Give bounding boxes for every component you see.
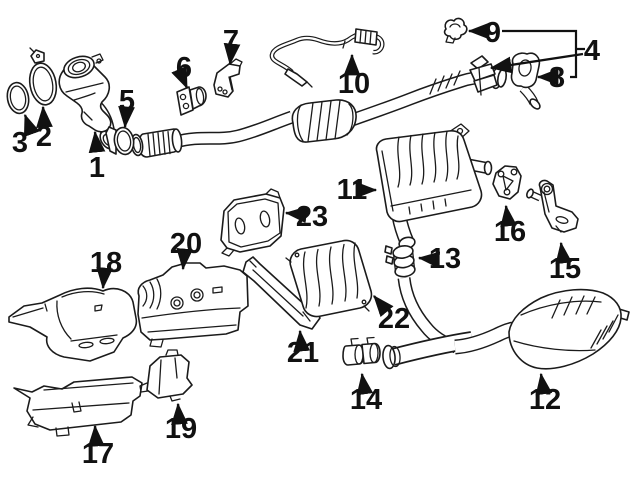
callout-5-arrow (118, 106, 135, 129)
callout-3-arrow (23, 113, 40, 138)
callout-5-label: 5 (119, 85, 135, 117)
part-14-double-clamp-drawing (342, 336, 381, 366)
callout-11: 11 (337, 174, 378, 206)
center-exhaust-pipe-drawing (130, 55, 508, 158)
callout-15: 15 (549, 241, 581, 285)
callout-1: 1 (88, 130, 106, 184)
callout-16-arrow (500, 204, 517, 228)
callout-12-arrow (535, 372, 553, 396)
callout-7-arrow (223, 42, 241, 66)
callout-4: 4 (489, 29, 600, 79)
callout-3-label: 3 (12, 127, 28, 159)
callout-15-arrow (555, 241, 573, 265)
part-21-heat-shield-strip-drawing (242, 256, 321, 330)
callout-19-label: 19 (165, 413, 197, 445)
part-15-support-bracket-drawing (526, 179, 579, 233)
callout-12: 12 (529, 372, 561, 416)
callout-9: 9 (467, 17, 501, 49)
callout-1-arrow (88, 130, 106, 154)
callout-12-label: 12 (529, 384, 561, 416)
callout-22-arrow (373, 295, 394, 318)
callout-17-arrow (87, 424, 105, 447)
callout-23-arrow (284, 206, 308, 224)
callout-5: 5 (118, 85, 135, 129)
part-9-clamp-bracket-drawing (443, 17, 468, 44)
callout-8: 8 (536, 62, 565, 94)
callout-23-label: 23 (296, 201, 328, 233)
part-18-heat-shield-drawing (8, 287, 138, 362)
callout-21-arrow (293, 329, 311, 353)
part-19-heat-shield-drawing (139, 349, 193, 402)
callout-10: 10 (338, 53, 370, 100)
part-23-heat-shield-plate-drawing (220, 188, 285, 257)
callout-14: 14 (350, 372, 382, 416)
callout-14-label: 14 (350, 384, 382, 416)
callout-6: 6 (171, 52, 192, 90)
part-7-support-bracket-drawing (213, 58, 243, 98)
part-22-heat-shield-drawing (285, 239, 373, 318)
callout-6-label: 6 (176, 52, 192, 84)
callout-2-label: 2 (36, 121, 52, 153)
callout-21: 21 (287, 329, 319, 369)
part-12-muffler-assembly-drawing (382, 277, 630, 370)
callout-6-arrow (171, 65, 189, 90)
callout-23: 23 (284, 201, 328, 233)
callout-10-label: 10 (338, 68, 370, 100)
callout-16: 16 (494, 204, 526, 248)
part-16-mounting-plate-drawing (492, 165, 522, 200)
part-11-rear-muffler-drawing (375, 123, 493, 250)
callout-3: 3 (12, 113, 40, 159)
callout-4-label: 4 (584, 35, 600, 67)
part-2-clamp-ring-drawing (28, 47, 58, 106)
callout-19: 19 (165, 402, 197, 445)
callout-11-label: 11 (337, 174, 368, 206)
callout-22: 22 (373, 295, 410, 335)
callout-2-arrow (36, 105, 53, 128)
callout-18: 18 (90, 247, 122, 290)
callout-15-label: 15 (549, 253, 581, 285)
callout-20: 20 (170, 228, 202, 271)
callout-2: 2 (36, 105, 53, 153)
callout-20-label: 20 (170, 228, 202, 260)
callout-1-label: 1 (89, 152, 105, 184)
callout-18-arrow (96, 266, 114, 290)
callout-17-label: 17 (82, 438, 114, 470)
callout-22-label: 22 (378, 303, 410, 335)
callout-4-arrow (489, 52, 584, 74)
callout-16-label: 16 (494, 216, 526, 248)
callout-7: 7 (223, 25, 241, 66)
callout-7-label: 7 (223, 25, 239, 57)
part-10-oxygen-sensor-harness-drawing (269, 28, 385, 88)
part-3-gasket-ring-drawing (6, 81, 30, 115)
part-6-mounting-bracket-drawing (176, 86, 207, 116)
callout-17: 17 (82, 424, 114, 470)
callout-9-label: 9 (485, 17, 501, 49)
part-13-pipe-clamp-drawing (384, 245, 416, 278)
part-20-heat-shield-drawing (137, 262, 249, 348)
callout-14-arrow (356, 372, 374, 396)
callout-8-label: 8 (549, 62, 565, 94)
part-5-pipe-clamp-drawing (105, 126, 135, 156)
callout-19-arrow (171, 402, 188, 425)
callout-20-arrow (176, 247, 194, 271)
callout-13-label: 13 (429, 243, 461, 275)
callout-13-arrow (417, 251, 441, 269)
part-17-heat-shield-drawing (13, 376, 143, 437)
callout-13: 13 (417, 243, 461, 275)
callout-21-label: 21 (287, 337, 319, 369)
callout-18-label: 18 (90, 247, 122, 279)
